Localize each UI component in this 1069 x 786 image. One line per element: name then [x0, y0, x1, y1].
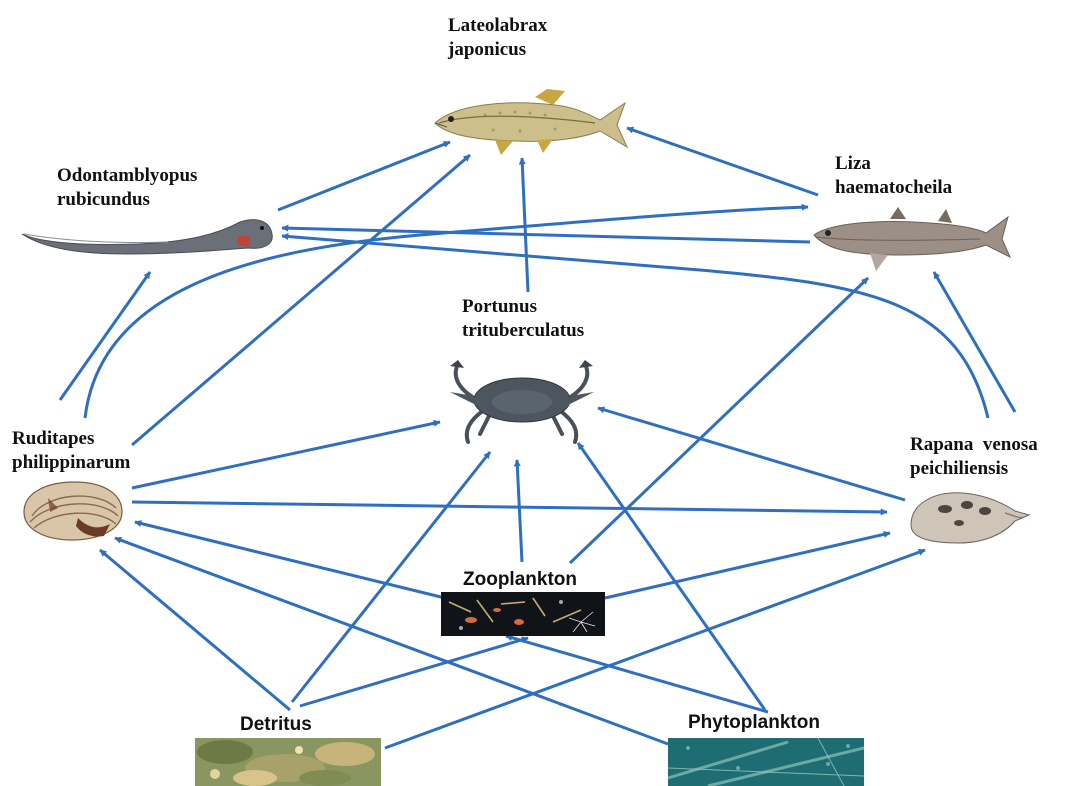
- edge-ruditapes-liza: [83, 203, 809, 419]
- crab-icon: [444, 350, 599, 450]
- edge-rapana-portunus: [597, 406, 906, 502]
- edge-phytoplankton-portunus: [576, 442, 767, 711]
- edge-ruditapes-lateolabrax: [131, 153, 471, 447]
- node-label-odontamblyopus: Odontamblyopus rubicundus: [57, 165, 198, 210]
- edge-rapana-odontamblyopus: [281, 233, 990, 419]
- mullet-fish-icon: [810, 205, 1015, 280]
- edge-zooplankton-ruditapes: [134, 520, 446, 600]
- edge-rapana-liza: [932, 271, 1017, 413]
- eel-goby-icon: [18, 212, 278, 262]
- edge-phytoplankton-ruditapes: [114, 536, 669, 746]
- edge-detritus-zooplankton: [299, 636, 529, 708]
- edge-zooplankton-liza: [568, 276, 870, 565]
- edge-detritus-rapana: [384, 548, 926, 750]
- edge-zooplankton-rapana: [604, 530, 891, 600]
- edge-phytoplankton-zooplankton: [505, 634, 769, 714]
- edge-zooplankton-portunus: [513, 459, 524, 563]
- detritus-photo-icon: [195, 738, 381, 786]
- sea-snail-icon: [905, 485, 1033, 549]
- node-label-portunus: Portunus trituberculatus: [462, 296, 585, 341]
- edge-liza-odontamblyopus: [281, 224, 811, 244]
- node-label-rapana: Rapana venosa peichiliensis: [910, 434, 1038, 479]
- node-label-liza: Liza haematocheila: [835, 153, 953, 198]
- edge-detritus-ruditapes: [99, 548, 291, 712]
- edge-liza-lateolabrax: [626, 126, 819, 197]
- clam-shell-icon: [18, 478, 126, 544]
- phytoplankton-photo-icon: [668, 738, 864, 786]
- edge-odontamblyopus-lateolabrax: [277, 140, 451, 212]
- sea-bass-fish-icon: [425, 85, 630, 160]
- zooplankton-photo-icon: [441, 592, 605, 636]
- node-label-phytoplankton: Phytoplankton: [688, 712, 820, 733]
- node-label-zooplankton: Zooplankton: [463, 569, 577, 590]
- node-label-lateolabrax: Lateolabrax japonicus: [448, 15, 548, 60]
- edge-ruditapes-portunus: [131, 419, 441, 490]
- edge-detritus-portunus: [290, 451, 492, 703]
- edge-ruditapes-rapana: [131, 500, 888, 516]
- edge-ruditapes-odontamblyopus: [58, 271, 152, 401]
- node-label-ruditapes: Ruditapes philippinarum: [12, 428, 131, 473]
- node-label-detritus: Detritus: [240, 714, 312, 735]
